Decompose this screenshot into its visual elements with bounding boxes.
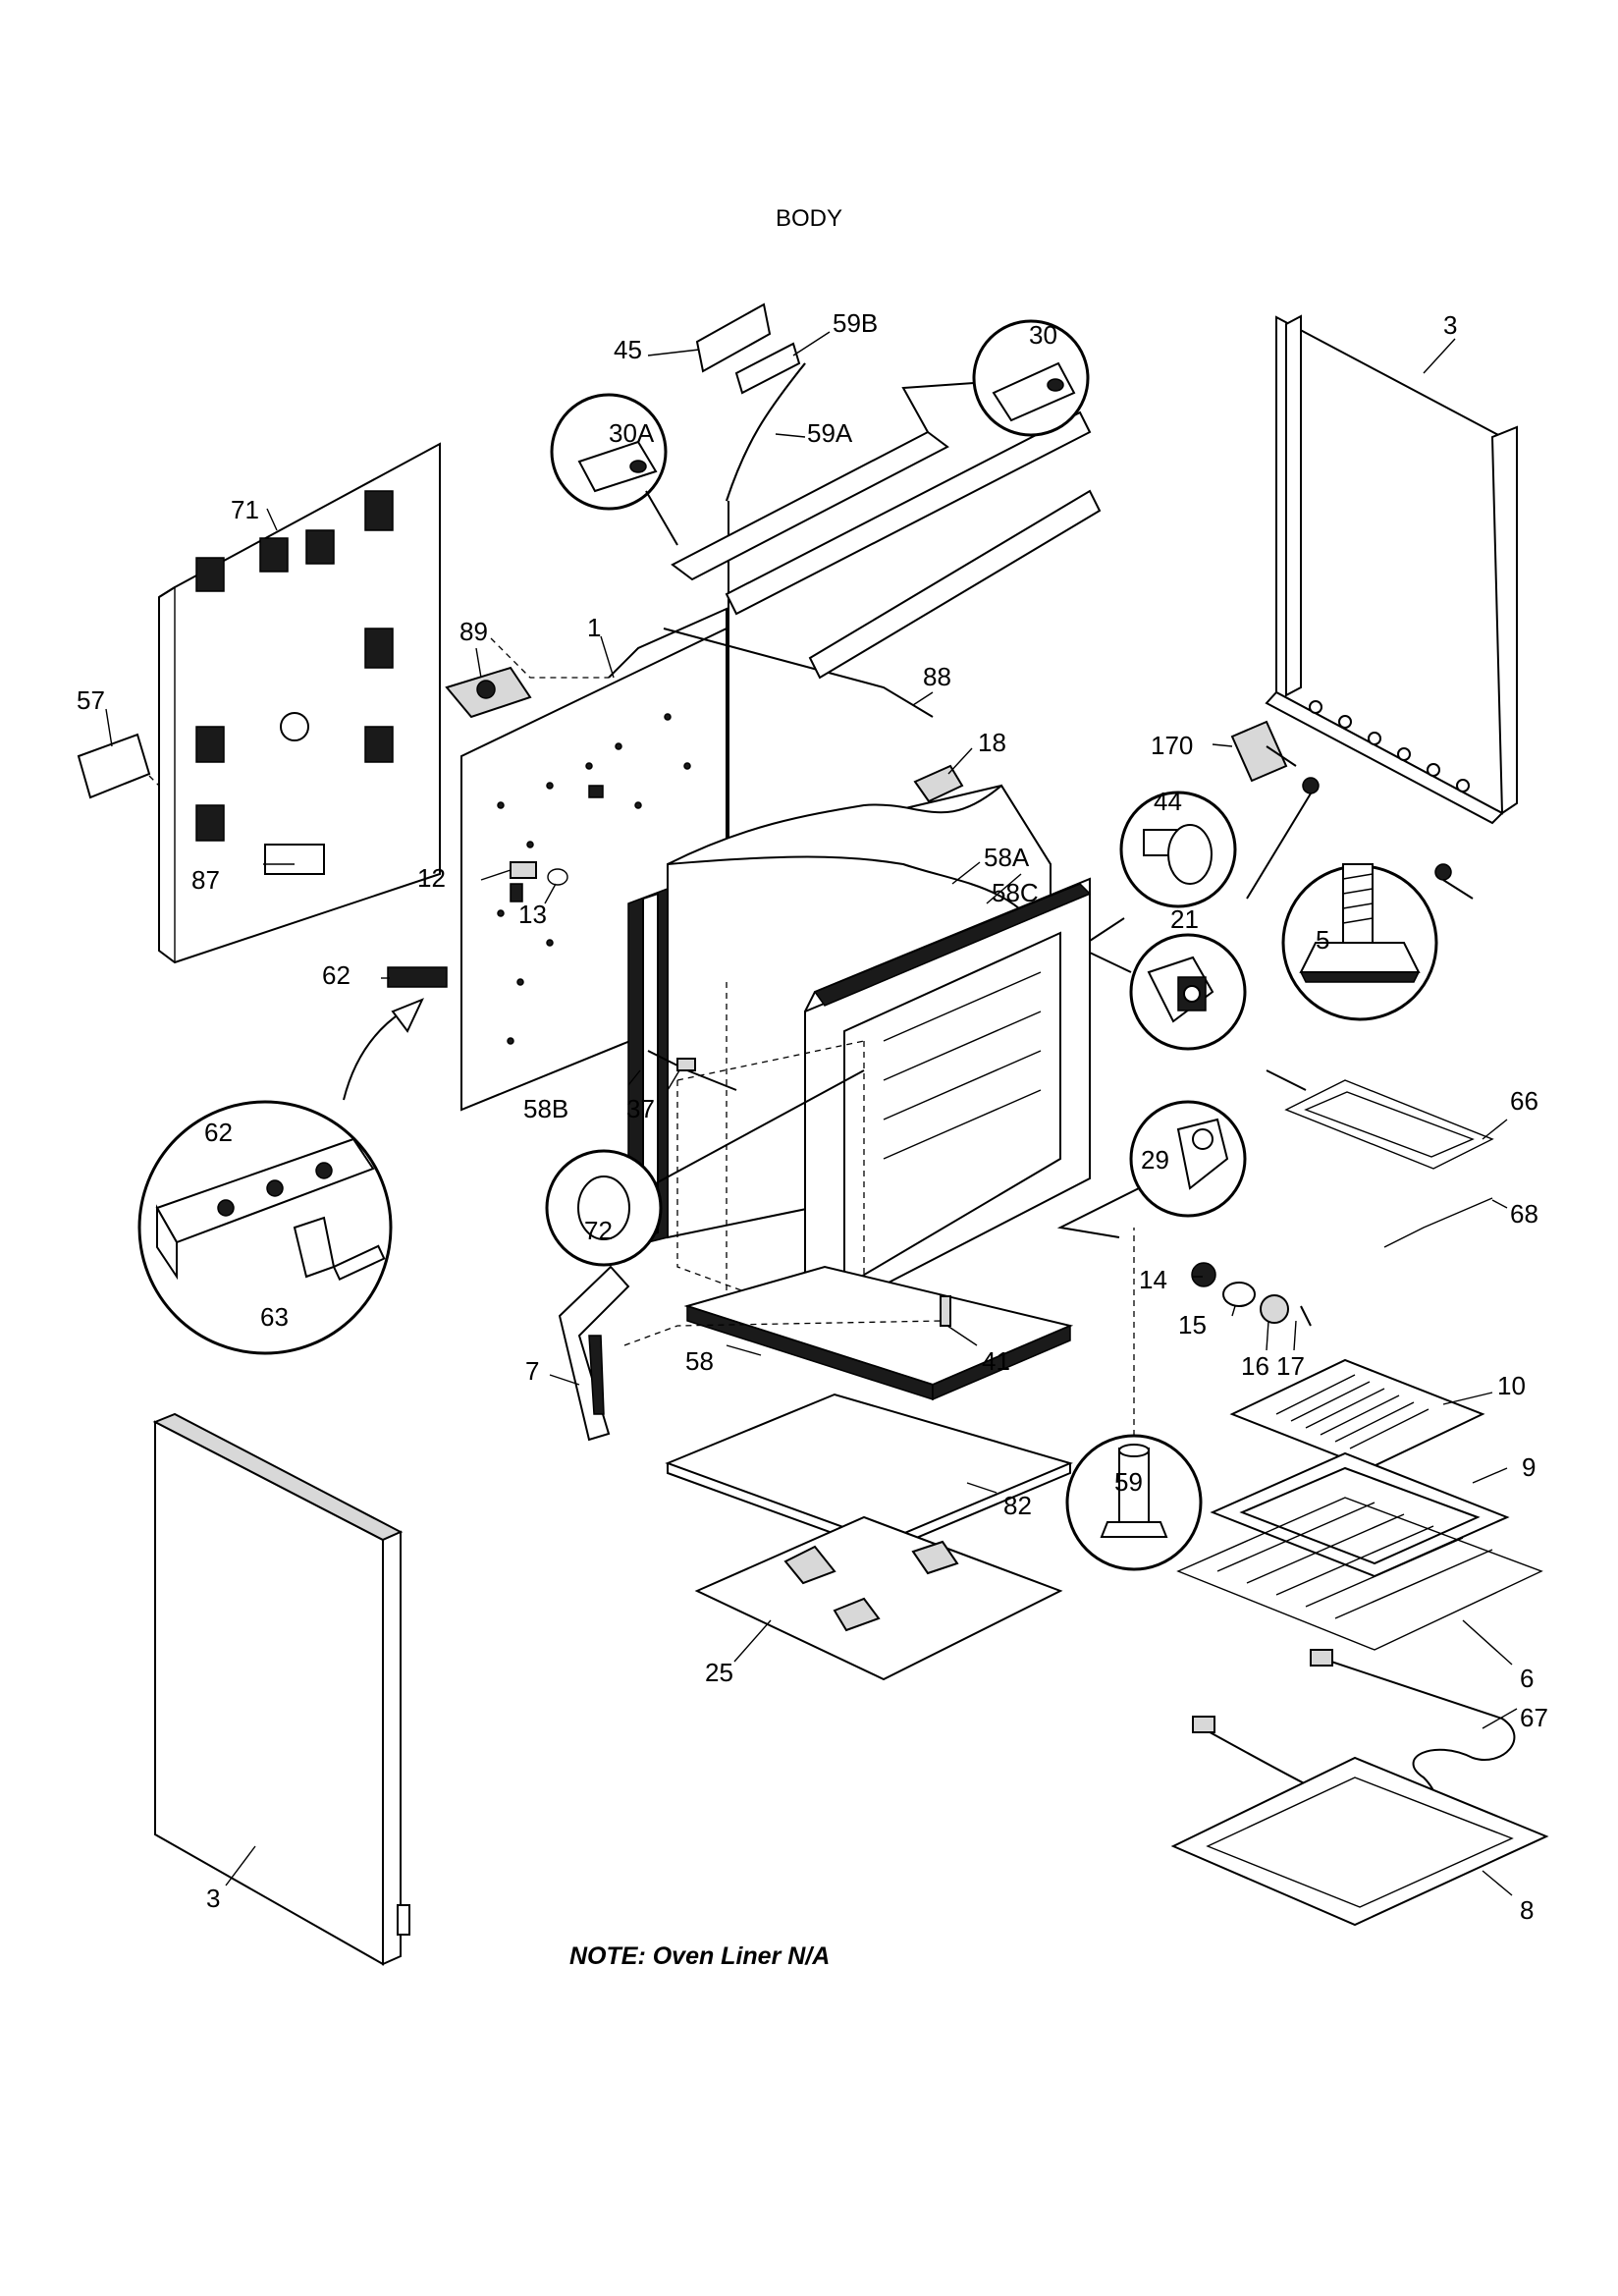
callout-16: 16 xyxy=(1241,1351,1269,1381)
part-6-oven-rack xyxy=(1176,1497,1543,1651)
callout-67: 68 xyxy=(1510,1199,1538,1229)
part-66-broil-element xyxy=(1266,1069,1494,1170)
part-8-oven-bottom xyxy=(1170,1756,1549,1927)
right-panel-holes xyxy=(1309,700,1470,793)
part-12-fitting xyxy=(510,861,537,879)
detail-62-terminal-circle xyxy=(137,998,424,1355)
callout-9: 9 xyxy=(1522,1452,1536,1482)
detail-30a-circle xyxy=(550,393,678,546)
part-57-plate xyxy=(77,733,160,799)
diagram-note: NOTE: Oven Liner N/A xyxy=(569,1942,830,1970)
callout-17: 17 xyxy=(1276,1351,1305,1381)
part-15-bulb xyxy=(1222,1282,1256,1307)
callout-3-right: 3 xyxy=(1443,310,1457,340)
callout-13: 13 xyxy=(518,900,547,929)
part-3-left-side-panel xyxy=(152,1412,410,1966)
callout-21: 21 xyxy=(1170,904,1199,934)
callout-59b: 59B xyxy=(833,308,878,338)
part-59b-bracket xyxy=(734,342,801,395)
callout-45: 45 xyxy=(614,335,642,364)
callout-5: 5 xyxy=(1316,925,1329,955)
side-panel-holes xyxy=(497,713,691,1045)
callout-89: 89 xyxy=(459,617,488,646)
part-45-bracket xyxy=(695,302,772,373)
part-13-ring xyxy=(547,868,568,886)
part-170-bracket xyxy=(1230,720,1297,783)
detail-44-knob-circle xyxy=(1089,791,1237,942)
callout-58c: 58C xyxy=(992,878,1039,907)
part-25-lower-plate xyxy=(694,1515,1063,1681)
part-71-rear-panel xyxy=(158,442,441,964)
callout-57: 57 xyxy=(77,685,105,715)
detail-5-leveler-circle xyxy=(1281,863,1438,1021)
part-68-wire xyxy=(1383,1197,1493,1248)
part-41-clip xyxy=(940,1295,951,1327)
part-89-bracket xyxy=(445,666,532,719)
part-17-screw xyxy=(1300,1305,1312,1327)
part-88-wire xyxy=(663,628,934,718)
callout-67b: 67 xyxy=(1520,1703,1548,1732)
callout-3-left: 3 xyxy=(206,1884,220,1913)
callout-72: 72 xyxy=(584,1216,613,1245)
part-62-terminal-block xyxy=(387,966,448,988)
detail-21-circle xyxy=(1089,933,1247,1051)
callout-62: 62 xyxy=(322,960,351,990)
callout-15: 15 xyxy=(1178,1310,1207,1339)
callout-30a: 30A xyxy=(609,418,655,448)
rear-panel-vents xyxy=(195,490,394,842)
callout-37: 37 xyxy=(626,1094,655,1123)
callout-labels: 1 3 3 5 6 7 8 9 10 12 13 14 15 16 17 18 … xyxy=(77,308,1548,1925)
part-9-broiler-pan xyxy=(1210,1451,1510,1578)
callout-58: 58 xyxy=(685,1346,714,1376)
callout-63: 63 xyxy=(260,1302,289,1332)
callout-88: 88 xyxy=(923,662,951,691)
leader-lines xyxy=(105,331,1518,1896)
top-rails xyxy=(671,410,1102,680)
part-7-door-hinge xyxy=(558,1265,944,1442)
detail-59-circle xyxy=(1065,1228,1203,1571)
callout-59a: 59A xyxy=(807,418,853,448)
part-3-right-side-panel xyxy=(1265,314,1518,825)
callout-58b: 58B xyxy=(523,1094,568,1123)
callout-82: 82 xyxy=(1003,1491,1032,1520)
leveling-screws xyxy=(1246,777,1474,900)
callout-44: 44 xyxy=(1154,787,1182,816)
callout-87: 87 xyxy=(191,865,220,895)
detail-30-circle xyxy=(901,319,1090,437)
callout-18: 18 xyxy=(978,728,1006,757)
callout-6: 6 xyxy=(1520,1664,1534,1693)
detail-29-circle xyxy=(1056,1100,1247,1238)
part-37-sensor xyxy=(647,1050,737,1091)
oven-cavity-assembly xyxy=(627,784,1092,1337)
detail-72-circle xyxy=(545,1069,865,1267)
part-10-broiler-grid xyxy=(1229,1358,1485,1470)
callout-12: 12 xyxy=(417,863,446,893)
diagram-title: BODY xyxy=(776,205,842,232)
callout-66: 66 xyxy=(1510,1086,1538,1116)
callout-41: 41 xyxy=(982,1346,1010,1376)
part-18-clip xyxy=(913,764,964,803)
callout-14: 14 xyxy=(1139,1265,1167,1294)
callout-8: 8 xyxy=(1520,1895,1534,1925)
callout-58a: 58A xyxy=(984,843,1030,872)
part-16-lens xyxy=(1260,1294,1289,1324)
callout-10: 10 xyxy=(1497,1371,1526,1400)
callout-1: 1 xyxy=(587,613,601,642)
callout-7: 7 xyxy=(525,1356,539,1386)
callout-29: 29 xyxy=(1141,1145,1169,1175)
part-14-socket xyxy=(1191,1262,1216,1287)
callout-25: 25 xyxy=(705,1658,733,1687)
part-58-base-insulation xyxy=(683,1265,1074,1401)
callout-30: 30 xyxy=(1029,320,1057,350)
callout-59: 59 xyxy=(1114,1467,1143,1497)
callout-170: 170 xyxy=(1151,731,1193,760)
callout-62-detail: 62 xyxy=(204,1118,233,1147)
callout-71: 71 xyxy=(231,495,259,524)
